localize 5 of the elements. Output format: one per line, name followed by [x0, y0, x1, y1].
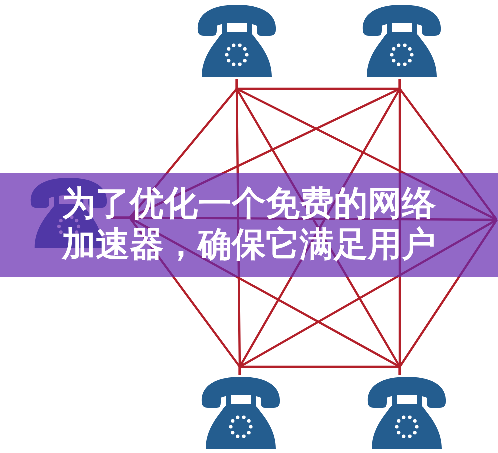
title-banner: 为了优化一个免费的网络加速器，确保它满足用户	[0, 173, 498, 277]
telephone-icon	[362, 5, 442, 77]
telephone-icon	[197, 5, 277, 77]
telephone-icon	[201, 377, 281, 449]
telephone-icon	[367, 377, 447, 449]
